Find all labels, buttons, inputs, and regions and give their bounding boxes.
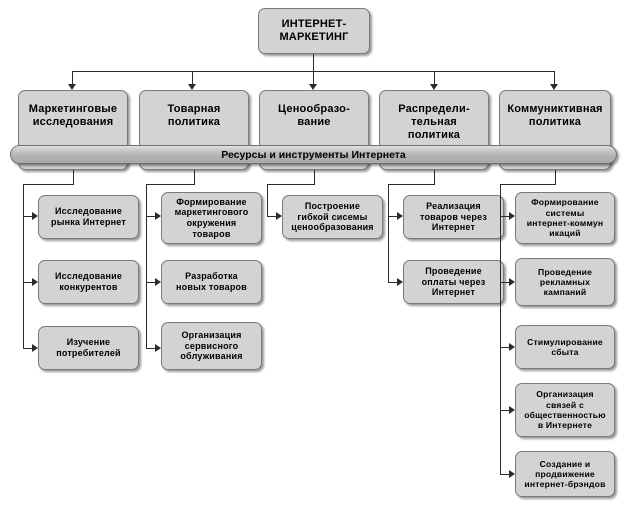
column-heading-2-label: Товарная политика [167, 103, 221, 128]
col3-stem [314, 170, 315, 184]
root-stem [313, 54, 314, 72]
col3-arrow-1 [276, 212, 282, 220]
root-node: ИНТЕРНЕТ- МАРКЕТИНГ [258, 8, 370, 54]
rail-arrow-3 [309, 84, 317, 90]
leaf-5-1: Формирование системы интернет-коммун ика… [515, 192, 615, 244]
col3-branch-1 [267, 216, 278, 217]
col5-branch-1 [500, 216, 511, 217]
col5-arrow-2 [509, 278, 515, 286]
leaf-2-1-label: Формирование маркетингового окружения то… [174, 196, 249, 239]
col1-branch-3 [23, 348, 34, 349]
rail-arrow-5 [550, 84, 558, 90]
col1-elbow [23, 184, 74, 185]
col5-stem [555, 170, 556, 184]
column-heading-5-label: Коммуниктивная политика [507, 103, 603, 128]
leaf-5-2: Проведение рекламных кампаний [515, 258, 615, 306]
col5-arrow-5 [509, 470, 515, 478]
leaf-4-1-label: Реализация товаров через Интернет [419, 201, 488, 233]
leaf-5-3-label: Стимулирование сбыта [527, 336, 603, 357]
col4-branch-2 [388, 282, 399, 283]
leaf-5-2-label: Проведение рекламных кампаний [537, 266, 593, 298]
col1-branch-1 [23, 216, 34, 217]
col2-spine [146, 184, 147, 348]
leaf-2-3-label: Организация сервисного облуживания [180, 330, 243, 362]
col3-elbow [267, 184, 315, 185]
rail-arrow-2 [188, 84, 196, 90]
leaf-1-1-label: Исследование рынка Интернет [51, 206, 126, 227]
col2-stem [194, 170, 195, 184]
col1-branch-2 [23, 282, 34, 283]
leaf-3-1-label: Построение гибкой сиcемы ценообразования [291, 201, 374, 233]
rail-drop-1 [72, 71, 73, 86]
col5-arrow-4 [509, 406, 515, 414]
col5-branch-2 [500, 282, 511, 283]
leaf-1-2: Исследование конкурентов [38, 260, 139, 304]
col1-arrow-1 [32, 212, 38, 220]
root-node-label: ИНТЕРНЕТ- МАРКЕТИНГ [279, 18, 349, 43]
col5-spine [500, 184, 501, 474]
col3-spine [267, 184, 268, 216]
col1-stem [73, 170, 74, 184]
col2-branch-3 [146, 348, 157, 349]
col2-elbow [146, 184, 195, 185]
col4-arrow-1 [397, 212, 403, 220]
col5-branch-4 [500, 410, 511, 411]
col4-stem [434, 170, 435, 184]
col2-arrow-1 [155, 212, 161, 220]
leaf-5-4: Организация связей с общественностью в И… [515, 383, 615, 437]
rail-arrow-4 [430, 84, 438, 90]
col1-arrow-2 [32, 278, 38, 286]
leaf-4-2-label: Проведение оплаты через Интернет [421, 266, 486, 298]
leaf-1-2-label: Исследование конкурентов [54, 271, 123, 292]
leaf-2-3: Организация сервисного облуживания [161, 322, 262, 370]
leaf-1-3-label: Изучение потребителей [56, 337, 121, 358]
col4-elbow [388, 184, 435, 185]
rail-arrow-1 [68, 84, 76, 90]
col5-elbow [500, 184, 556, 185]
resources-band: Ресурсы и инструменты Интернета [10, 145, 617, 164]
col5-arrow-3 [509, 343, 515, 351]
rail-drop-5 [554, 71, 555, 86]
col2-branch-2 [146, 282, 157, 283]
leaf-5-1-label: Формирование системы интернет-коммун ика… [526, 197, 604, 239]
col5-branch-5 [500, 474, 511, 475]
resources-band-label: Ресурсы и инструменты Интернета [221, 148, 406, 161]
leaf-5-5: Создание и продвижение интернет-брэндов [515, 451, 615, 497]
col1-spine [23, 184, 24, 348]
leaf-3-1: Построение гибкой сиcемы ценообразования [282, 195, 383, 239]
col4-spine [388, 184, 389, 282]
col1-arrow-3 [32, 344, 38, 352]
leaf-1-1: Исследование рынка Интернет [38, 195, 139, 239]
leaf-2-2-label: Разработка новых товаров [176, 271, 247, 292]
col5-branch-3 [500, 347, 511, 348]
column-heading-3-label: Ценообразо- вание [278, 103, 350, 128]
col4-arrow-2 [397, 278, 403, 286]
leaf-2-2: Разработка новых товаров [161, 260, 262, 304]
leaf-4-2: Проведение оплаты через Интернет [403, 260, 504, 304]
leaf-1-3: Изучение потребителей [38, 326, 139, 370]
rail-drop-3 [313, 71, 314, 86]
col4-branch-1 [388, 216, 399, 217]
leaf-2-1: Формирование маркетингового окружения то… [161, 192, 262, 244]
rail-drop-2 [192, 71, 193, 86]
column-heading-1-label: Маркетинговые исследования [28, 103, 118, 128]
leaf-5-3: Стимулирование сбыта [515, 325, 615, 369]
col2-branch-1 [146, 216, 157, 217]
leaf-4-1: Реализация товаров через Интернет [403, 195, 504, 239]
leaf-5-4-label: Организация связей с общественностью в И… [524, 389, 606, 431]
col2-arrow-2 [155, 278, 161, 286]
col5-arrow-1 [509, 212, 515, 220]
leaf-5-5-label: Создание и продвижение интернет-брэндов [524, 458, 606, 490]
rail-drop-4 [434, 71, 435, 86]
col2-arrow-3 [155, 344, 161, 352]
column-heading-4-label: Распредели- тельная политика [398, 103, 470, 141]
